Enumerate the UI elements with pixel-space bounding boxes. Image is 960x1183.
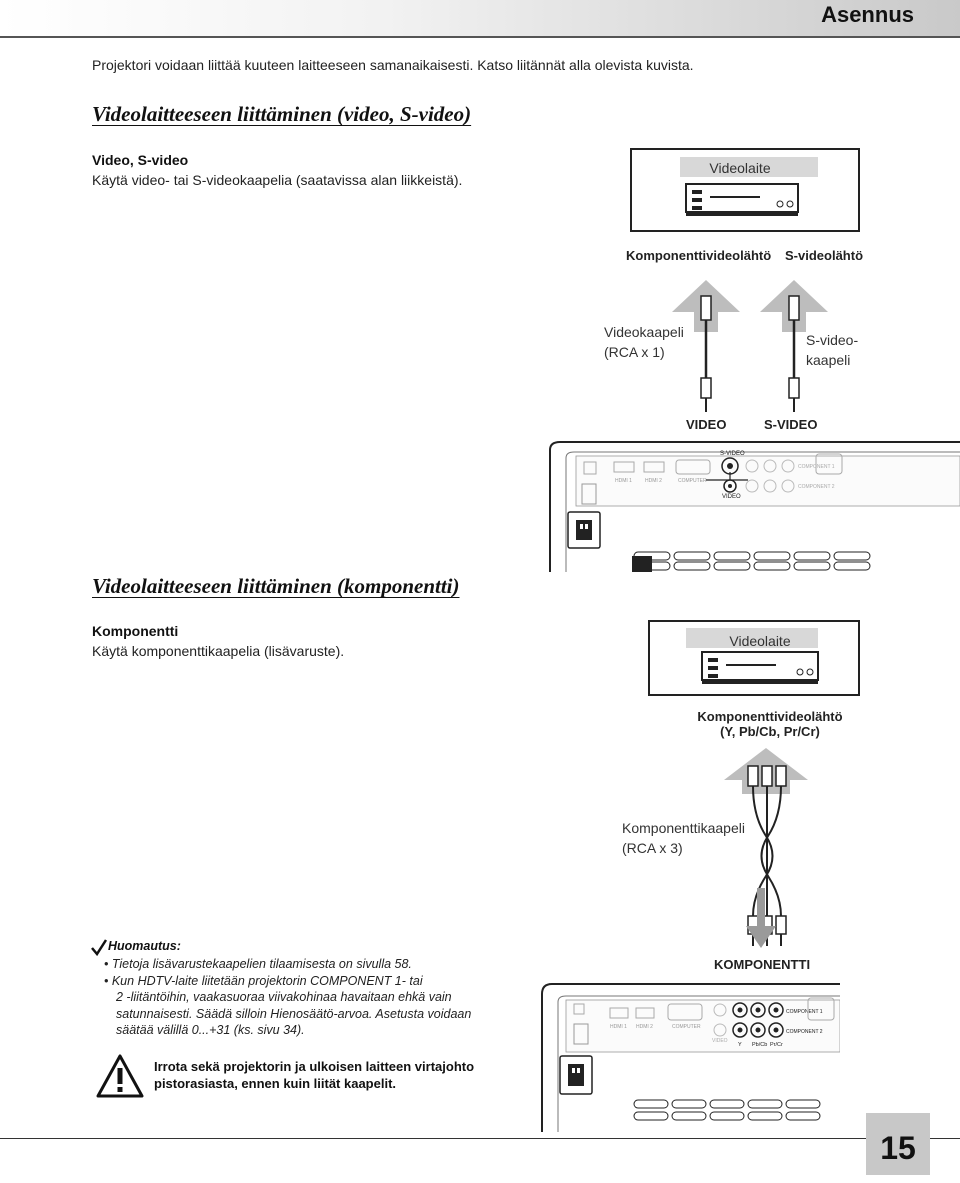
cable2-line2: kaapeli xyxy=(806,352,851,368)
svg-text:HDMI 2: HDMI 2 xyxy=(645,478,662,484)
video-cables-diagram xyxy=(672,280,828,412)
section2-title: Videolaitteeseen liittäminen (komponentt… xyxy=(92,574,460,598)
intro-text: Projektori voidaan liittää kuuteen laitt… xyxy=(92,57,694,73)
device-label-2: Videolaite xyxy=(729,633,791,649)
note-item: säätää välillä 0...+31 (ks. sivu 34). xyxy=(116,1023,305,1037)
svg-text:COMPUTER: COMPUTER xyxy=(678,478,707,484)
section1-subtitle: Video, S-video xyxy=(92,152,189,168)
note-item: • Tietoja lisävarustekaapelien tilaamise… xyxy=(104,957,412,971)
projector-panel-2: HDMI 1 HDMI 2 COMPUTER VIDEO COMPONENT 1… xyxy=(541,983,840,1132)
component-output-line1: Komponenttivideolähtö xyxy=(697,709,843,724)
svg-text:COMPONENT 2: COMPONENT 2 xyxy=(798,484,835,490)
warning-line2: pistorasiasta, ennen kuin liität kaapeli… xyxy=(154,1076,397,1091)
component-output-line2: (Y, Pb/Cb, Pr/Cr) xyxy=(720,724,820,739)
footer-rule xyxy=(0,1138,960,1139)
note-list: • Tietoja lisävarustekaapelien tilaamise… xyxy=(104,956,524,1039)
component-output-label: Komponenttivideolähtö (Y, Pb/Cb, Pr/Cr) xyxy=(695,709,845,739)
component-cable-label: Komponenttikaapeli (RCA x 3) xyxy=(622,818,745,858)
component-cable-line1: Komponenttikaapeli xyxy=(622,820,745,836)
header-rule xyxy=(0,36,960,38)
device-label-1: Videolaite xyxy=(709,160,771,176)
note-item: • Kun HDTV-laite liitetään projektorin C… xyxy=(104,973,423,988)
projector-panel-1: HDMI 1 HDMI 2 COMPUTER S-VIDEO VIDEO COM… xyxy=(549,441,960,572)
port-svideo-label: S-VIDEO xyxy=(764,417,818,432)
svg-text:Y: Y xyxy=(738,1042,742,1048)
section2-text: Käytä komponenttikaapelia (lisävaruste). xyxy=(92,643,345,659)
cable1-line1: Videokaapeli xyxy=(604,324,684,340)
warning-icon xyxy=(96,1054,144,1098)
checkmark-icon xyxy=(91,939,108,956)
cable2-label: S-video- kaapeli xyxy=(806,330,858,370)
cable1-line2: (RCA x 1) xyxy=(604,344,665,360)
cable2-line1: S-video- xyxy=(806,332,859,348)
video-device-diagram-2 xyxy=(648,620,860,696)
svg-text:HDMI 1: HDMI 1 xyxy=(615,478,632,484)
svg-text:COMPONENT 1: COMPONENT 1 xyxy=(786,1009,823,1015)
page-number: 15 xyxy=(866,1113,930,1175)
svg-text:S-VIDEO: S-VIDEO xyxy=(720,451,745,457)
chapter-title: Asennus xyxy=(821,2,914,27)
warning-text: Irrota sekä projektorin ja ulkoisen lait… xyxy=(154,1058,474,1092)
note-heading: Huomautus: xyxy=(108,939,181,953)
down-arrow-icon xyxy=(746,888,776,948)
cable1-label: Videokaapeli (RCA x 1) xyxy=(604,322,684,362)
section1-title: Videolaitteeseen liittäminen (video, S-v… xyxy=(92,102,472,126)
port-video-label: VIDEO xyxy=(686,417,727,432)
svg-text:COMPUTER: COMPUTER xyxy=(672,1024,701,1030)
svg-text:Pr/Cr: Pr/Cr xyxy=(770,1042,783,1048)
svg-text:COMPONENT 2: COMPONENT 2 xyxy=(786,1029,823,1035)
section1-text: Käytä video- tai S-videokaapelia (saatav… xyxy=(92,172,463,188)
note-item: satunnaisesti. Säädä silloin Hienosäätö-… xyxy=(116,1006,472,1021)
output-svideo-label: S-videolähtö xyxy=(785,248,864,263)
svg-text:Pb/Cb: Pb/Cb xyxy=(752,1042,767,1048)
svg-text:VIDEO: VIDEO xyxy=(722,494,741,500)
header-band xyxy=(0,0,960,36)
component-cable-diagram xyxy=(724,748,808,946)
note-item: 2 -liitäntöihin, vaakasuoraa viivakohina… xyxy=(116,990,452,1004)
video-device-diagram-1 xyxy=(630,148,860,232)
output-component-label: Komponenttivideolähtö xyxy=(626,248,772,263)
section2-subtitle: Komponentti xyxy=(92,623,179,639)
component-cable-line2: (RCA x 3) xyxy=(622,840,683,856)
svg-text:VIDEO: VIDEO xyxy=(712,1038,728,1044)
svg-text:HDMI 1: HDMI 1 xyxy=(610,1024,627,1030)
warning-line1: Irrota sekä projektorin ja ulkoisen lait… xyxy=(154,1059,475,1074)
svg-text:HDMI 2: HDMI 2 xyxy=(636,1024,653,1030)
port-component-label: KOMPONENTTI xyxy=(714,957,811,972)
